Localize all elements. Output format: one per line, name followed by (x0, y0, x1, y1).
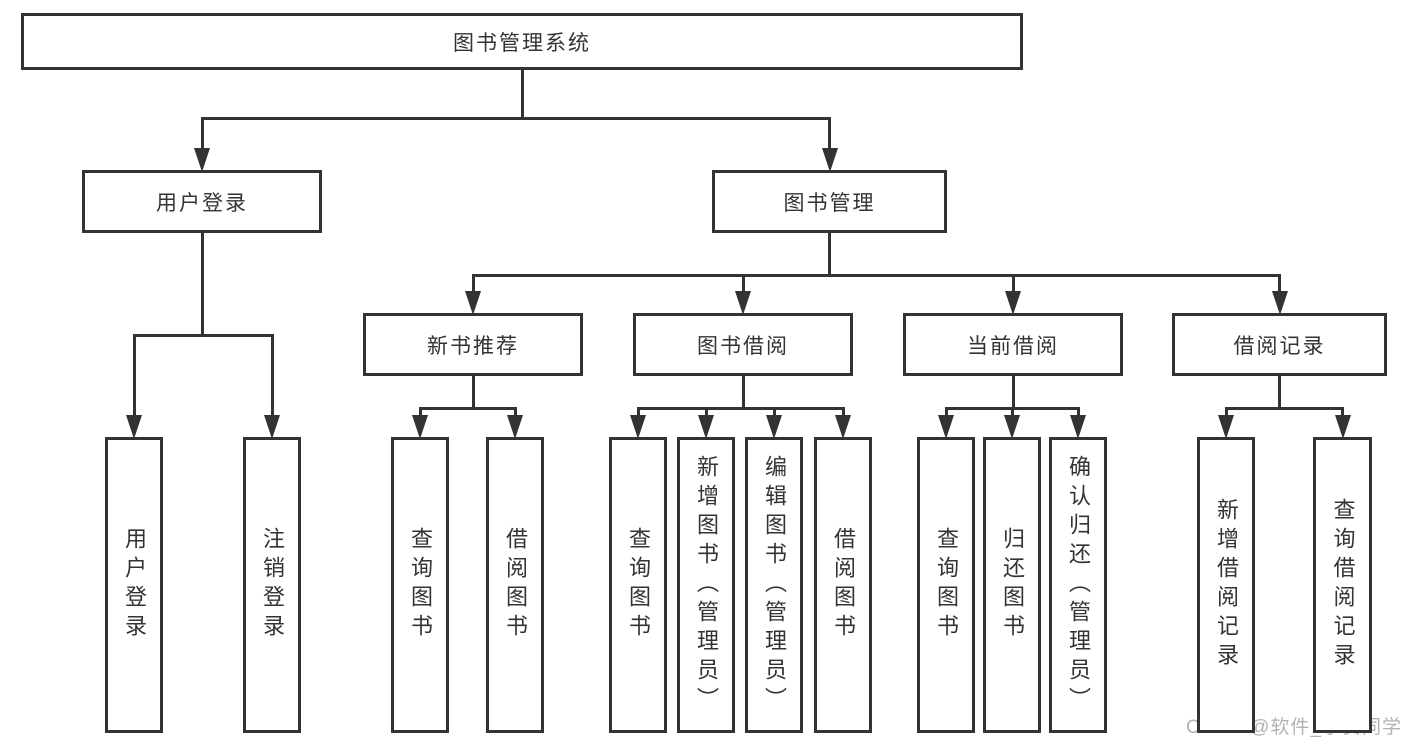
node-cb-query: 查询图书 (917, 437, 975, 733)
node-nbr-query: 查询图书 (391, 437, 449, 733)
node-br-query: 查询借阅记录 (1313, 437, 1372, 733)
node-bb-query: 查询图书 (609, 437, 667, 733)
connector-branch-new-book-rec (418, 406, 517, 410)
connector-drop-bb-query (636, 408, 640, 415)
node-bb-add: 新增图书（管理员） (677, 437, 735, 733)
arrowhead-current-borrow (1005, 291, 1021, 315)
connector-drop-br-add (1224, 408, 1228, 415)
connector-drop-nbr-borrow (513, 408, 517, 415)
arrowhead-bb-add (698, 415, 714, 439)
arrowhead-user-login-sec (194, 148, 210, 172)
arrowhead-cb-query (938, 415, 954, 439)
node-root: 图书管理系统 (21, 13, 1023, 70)
node-logout: 注销登录 (243, 437, 301, 733)
arrowhead-user-login (126, 415, 142, 439)
connector-branch-book-mgmt (471, 273, 1281, 277)
node-book-mgmt: 图书管理 (712, 170, 947, 233)
connector-drop-cb-query (944, 408, 948, 415)
arrowhead-nbr-borrow (507, 415, 523, 439)
connector-drop-borrow-records (1278, 275, 1281, 291)
connector-drop-new-book-rec (471, 275, 475, 291)
arrowhead-new-book-rec (465, 291, 481, 315)
connector-drop-bb-borrow (841, 408, 845, 415)
arrowhead-br-query (1334, 415, 1351, 439)
connector-drop-current-borrow (1011, 275, 1015, 291)
node-new-book-rec: 新书推荐 (363, 313, 583, 376)
connector-trunk-user-login-sec (200, 232, 204, 335)
arrowhead-book-mgmt (821, 148, 838, 172)
arrowhead-bb-borrow (835, 415, 851, 439)
arrowhead-br-add (1218, 415, 1234, 439)
connector-trunk-root (520, 69, 524, 118)
connector-trunk-book-borrow (741, 375, 745, 408)
connector-branch-user-login-sec (132, 333, 274, 337)
connector-drop-bb-edit (772, 408, 776, 415)
node-br-add: 新增借阅记录 (1197, 437, 1255, 733)
node-nbr-borrow: 借阅图书 (486, 437, 544, 733)
node-book-borrow: 图书借阅 (633, 313, 853, 376)
connector-branch-root (200, 116, 831, 120)
connector-drop-logout (270, 335, 274, 415)
node-cb-return: 归还图书 (983, 437, 1041, 733)
node-borrow-records: 借阅记录 (1172, 313, 1387, 376)
node-user-login-sec: 用户登录 (82, 170, 322, 233)
connector-drop-br-query (1341, 408, 1344, 415)
node-current-borrow: 当前借阅 (903, 313, 1123, 376)
arrowhead-cb-confirm (1070, 415, 1086, 439)
connector-trunk-book-mgmt (828, 232, 831, 275)
connector-trunk-current-borrow (1011, 375, 1015, 408)
connector-drop-book-mgmt (828, 118, 831, 148)
connector-drop-cb-confirm (1076, 408, 1080, 415)
arrowhead-logout (264, 415, 280, 439)
node-bb-borrow: 借阅图书 (814, 437, 872, 733)
node-user-login: 用户登录 (105, 437, 163, 733)
arrowhead-bb-edit (766, 415, 782, 439)
connector-drop-book-borrow (741, 275, 745, 291)
arrowhead-cb-return (1004, 415, 1020, 439)
arrowhead-book-borrow (735, 291, 751, 315)
arrowhead-nbr-query (412, 415, 428, 439)
node-bb-edit: 编辑图书（管理员） (745, 437, 803, 733)
connector-drop-user-login-sec (200, 118, 204, 148)
connector-drop-user-login (132, 335, 136, 415)
connector-drop-bb-add (704, 408, 708, 415)
arrowhead-borrow-records (1271, 291, 1288, 315)
connector-branch-borrow-records (1224, 406, 1344, 410)
connector-trunk-new-book-rec (471, 375, 475, 408)
connector-drop-cb-return (1010, 408, 1014, 415)
connector-trunk-borrow-records (1278, 375, 1281, 408)
node-cb-confirm: 确认归还（管理员） (1049, 437, 1107, 733)
arrowhead-bb-query (630, 415, 646, 439)
connector-drop-nbr-query (418, 408, 422, 415)
connector-branch-book-borrow (636, 406, 845, 410)
